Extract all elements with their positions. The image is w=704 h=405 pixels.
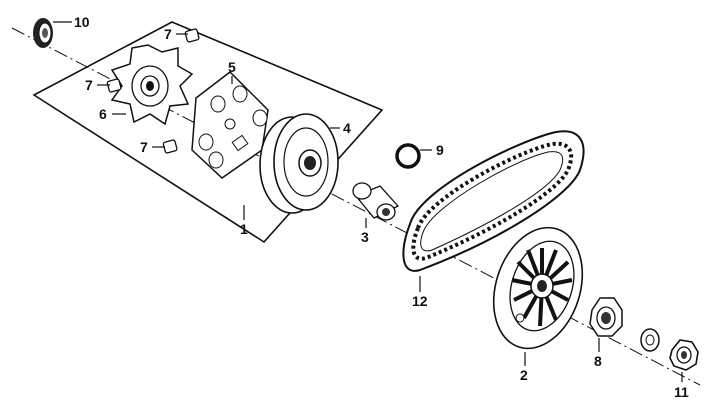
washer-part xyxy=(640,328,660,352)
leader-lines xyxy=(53,21,683,382)
slider-part xyxy=(106,28,200,154)
oil-seal-part xyxy=(33,18,53,48)
callout-7-bottom: 7 xyxy=(140,139,148,155)
callout-5: 5 xyxy=(228,59,236,75)
callout-10: 10 xyxy=(74,14,90,30)
drive-face-part xyxy=(259,113,339,214)
callout-4: 4 xyxy=(343,120,351,136)
clutch-nut-part xyxy=(589,297,623,337)
callout-9: 9 xyxy=(436,142,444,158)
callout-8: 8 xyxy=(594,353,602,369)
drive-belt-part xyxy=(402,130,585,272)
clutch-outer-part xyxy=(492,226,584,350)
ramp-plate-part xyxy=(110,44,194,126)
callout-6: 6 xyxy=(99,106,107,122)
callout-2: 2 xyxy=(520,367,528,383)
hex-nut-part xyxy=(669,339,699,371)
callout-11: 11 xyxy=(674,384,689,400)
callout-7-left: 7 xyxy=(85,77,93,93)
assembly-outline xyxy=(32,21,384,244)
callout-3: 3 xyxy=(361,229,369,245)
callout-1: 1 xyxy=(240,221,248,237)
roller-plate-part xyxy=(191,71,269,179)
callout-12: 12 xyxy=(412,293,428,309)
o-ring-part xyxy=(395,143,421,169)
callout-7-top: 7 xyxy=(164,26,172,42)
collar-part xyxy=(352,182,400,221)
callout-labels: 10 7 7 7 6 5 4 1 3 9 12 2 8 11 xyxy=(74,14,689,400)
